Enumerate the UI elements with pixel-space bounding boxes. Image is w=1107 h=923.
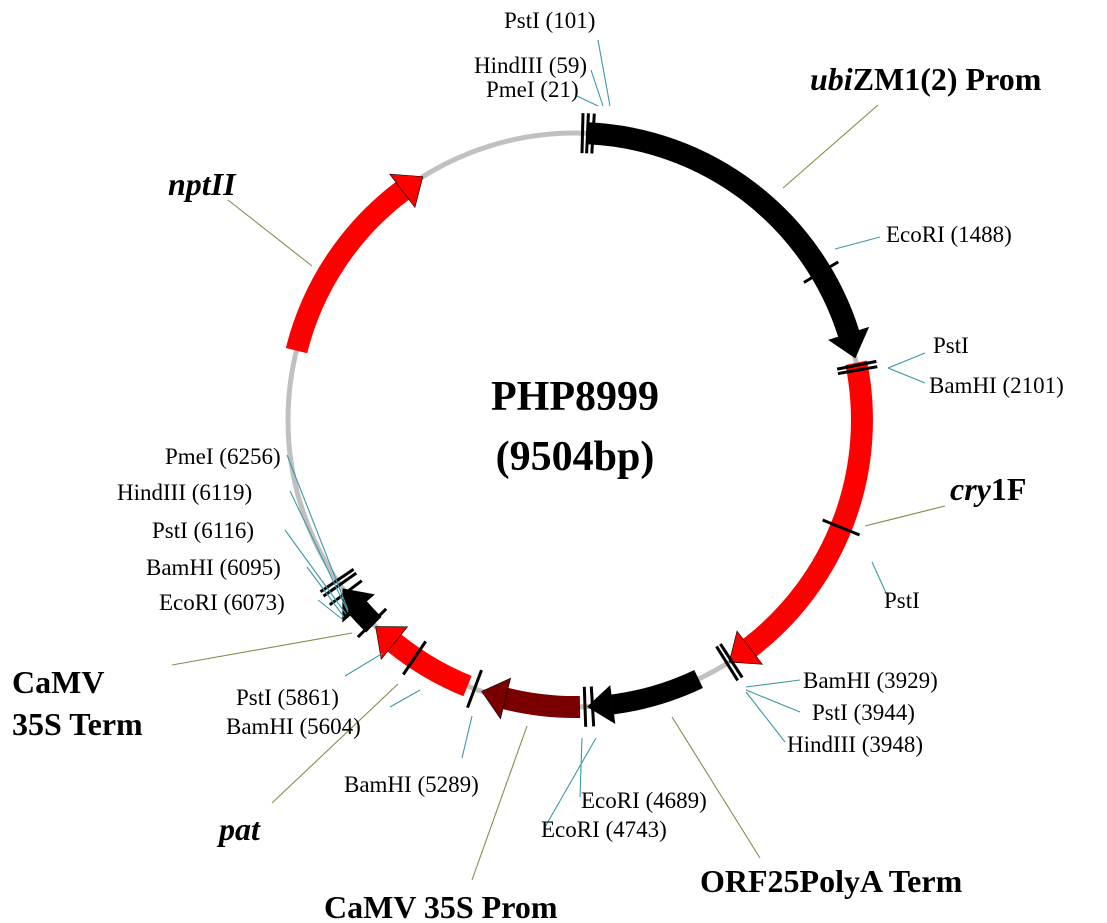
tick-bamhi-3929 — [719, 643, 744, 679]
orf25-term-arrowhead — [587, 685, 616, 724]
camv35s-term-arrowhead — [342, 588, 375, 623]
feature-label-camv-term-line2: 35S Term — [12, 706, 143, 742]
feature-label-nptii: nptII — [168, 166, 237, 202]
site-label-hindiii-59: HindIII (59) — [474, 53, 587, 78]
site-label-psti-101: PstI (101) — [504, 8, 595, 33]
feature-label-camv-term-line1: CaMV — [12, 664, 104, 700]
site-label-hindiii-3948: HindIII (3948) — [787, 732, 923, 757]
camv35s-prom-arrowhead — [481, 677, 512, 720]
tick-psti-3944 — [715, 645, 739, 682]
site-label-bamhi-2101: BamHI (2101) — [929, 373, 1064, 398]
site-label-ecori-4689: EcoRI (4689) — [581, 788, 707, 813]
tick-bamhi-2101 — [836, 359, 877, 371]
pat-arc — [387, 634, 472, 697]
tick-psti-cry — [822, 518, 861, 537]
site-label-pmei-6256: PmeI (6256) — [165, 444, 281, 469]
site-label-ecori-4743: EcoRI (4743) — [541, 817, 667, 842]
tick-psti-2101 — [837, 365, 878, 376]
feature-label-orf25: ORF25PolyA Term — [700, 863, 963, 899]
plasmid-size: (9504bp) — [496, 434, 655, 480]
site-label-bamhi-5289: BamHI (5289) — [344, 772, 479, 797]
feature-arcs — [285, 122, 873, 724]
orf25-term-arc — [611, 669, 703, 715]
site-label-psti-2101: PstI — [933, 333, 969, 358]
tick-ecori-6073 — [328, 579, 363, 606]
tick-ecori-4743 — [589, 686, 596, 727]
feature-label-ubi-prom: ubiZM1(2) Prom — [810, 61, 1042, 97]
plasmid-name: PHP8999 — [491, 374, 659, 420]
site-label-bamhi-3929: BamHI (3929) — [803, 668, 938, 693]
cry1f-arrowhead — [728, 630, 764, 665]
camv35s-prom-arc — [502, 687, 581, 719]
feature-label-camv-prom: CaMV 35S Prom — [324, 889, 558, 923]
tick-psti-5861 — [356, 607, 388, 639]
feature-leader-lines — [171, 104, 946, 881]
tick-bamhi-5604 — [402, 640, 427, 676]
pat-arrowhead — [375, 626, 409, 661]
feature-label-pat: pat — [216, 811, 261, 847]
site-leader-lines — [284, 39, 926, 828]
tick-bamhi-6095 — [322, 571, 358, 598]
tick-hindiii-59 — [585, 113, 590, 154]
site-label-psti-6116: PstI (6116) — [152, 518, 254, 543]
site-label-psti-3944: PstI (3944) — [812, 700, 915, 725]
tick-psti-101 — [590, 113, 596, 154]
tick-ecori-1488 — [803, 260, 839, 284]
site-ticks — [319, 113, 878, 727]
site-label-bamhi-6095: BamHI (6095) — [146, 555, 281, 580]
site-label-ecori-1488: EcoRI (1488) — [886, 222, 1012, 247]
feature-label-cry1f: cry1F — [950, 471, 1026, 507]
tick-pmei-21 — [580, 113, 585, 154]
ubi-prom-arrowhead — [828, 326, 870, 359]
site-label-pmei-21: PmeI (21) — [486, 77, 579, 102]
ubi-prom-arc — [587, 122, 860, 338]
nptii-arrowhead — [389, 173, 424, 209]
site-label-hindiii-6119: HindIII (6119) — [117, 480, 252, 505]
tick-psti-6116 — [319, 568, 355, 593]
site-label-psti-cry: PstI — [884, 588, 920, 613]
site-label-ecori-6073: EcoRI (6073) — [159, 590, 285, 615]
tick-bamhi-5289 — [466, 669, 483, 709]
site-label-psti-5861: PstI (5861) — [236, 685, 339, 710]
site-label-bamhi-5604: BamHI (5604) — [226, 714, 361, 739]
tick-ecori-4689 — [582, 686, 588, 727]
nptii-arc — [285, 182, 409, 354]
cry1f-arc — [742, 360, 873, 657]
